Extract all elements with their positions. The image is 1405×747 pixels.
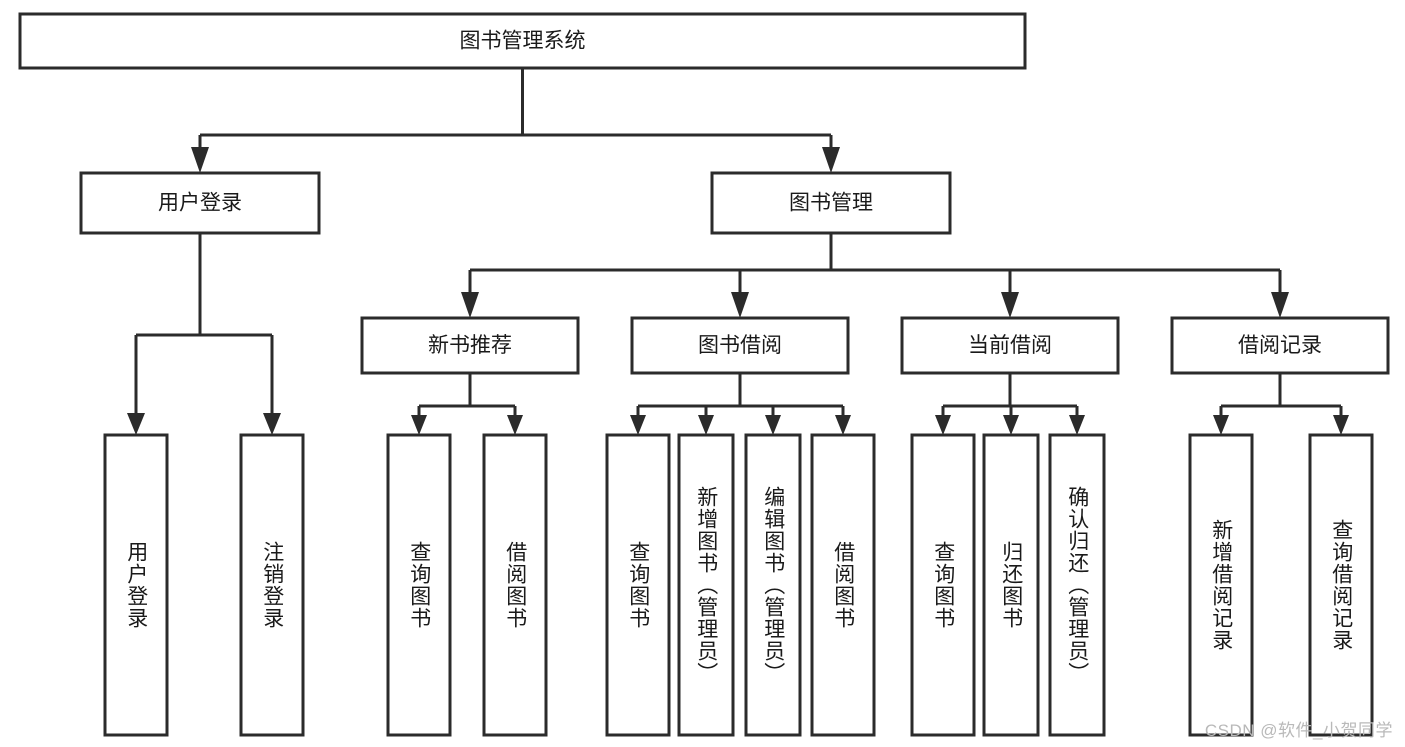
arrow-head-icon <box>1213 415 1229 435</box>
node-root-label: 图书管理系统 <box>460 30 586 53</box>
node-L2-0-用户登录-label: 用户登录 <box>158 192 242 215</box>
node-L2-1-图书管理-box[interactable] <box>710 171 952 235</box>
node-L4-4-查询图书-box[interactable] <box>605 433 671 737</box>
node-L4-10-确认归还管理-box[interactable] <box>1048 433 1106 737</box>
node-root-box[interactable] <box>18 12 1027 70</box>
arrow-head-icon <box>1333 415 1349 435</box>
arrow-head-icon <box>461 292 479 318</box>
node-L2-1-图书管理-label: 图书管理 <box>789 192 873 215</box>
connector-layer <box>127 68 1349 435</box>
node-L3-1-图书借阅-label: 图书借阅 <box>698 334 782 357</box>
arrow-head-icon <box>191 147 209 173</box>
arrow-head-icon <box>127 413 145 435</box>
node-L3-3-借阅记录-box[interactable] <box>1170 316 1390 375</box>
arrow-head-icon <box>507 415 523 435</box>
arrow-head-icon <box>698 415 714 435</box>
watermark-text: CSDN @软件_小贺同学 <box>1204 721 1393 740</box>
arrow-head-icon <box>1069 415 1085 435</box>
arrow-head-icon <box>731 292 749 318</box>
node-L3-2-当前借阅-box[interactable] <box>900 316 1120 375</box>
arrow-head-icon <box>630 415 646 435</box>
node-L4-3-借阅图书-box[interactable] <box>482 433 548 737</box>
node-L4-7-借阅图书-box[interactable] <box>810 433 876 737</box>
node-L4-0-用户登录-box[interactable] <box>103 433 169 737</box>
node-L4-2-查询图书-box[interactable] <box>386 433 452 737</box>
node-L4-6-编辑图书管理-box[interactable] <box>744 433 802 737</box>
node-L4-1-注销登录-box[interactable] <box>239 433 305 737</box>
arrow-head-icon <box>1001 292 1019 318</box>
arrow-head-icon <box>1003 415 1019 435</box>
arrow-head-icon <box>765 415 781 435</box>
node-L4-12-查询借阅记录-box[interactable] <box>1308 433 1374 737</box>
box-layer <box>18 12 1390 737</box>
node-L3-3-借阅记录-label: 借阅记录 <box>1238 334 1322 357</box>
node-L3-0-新书推荐-label: 新书推荐 <box>428 334 512 357</box>
arrow-head-icon <box>935 415 951 435</box>
arrow-head-icon <box>263 413 281 435</box>
node-L4-9-归还图书-box[interactable] <box>982 433 1040 737</box>
node-L3-2-当前借阅-label: 当前借阅 <box>968 334 1052 357</box>
node-L3-1-图书借阅-box[interactable] <box>630 316 850 375</box>
node-L2-0-用户登录-box[interactable] <box>79 171 321 235</box>
node-L4-11-新增借阅记录-box[interactable] <box>1188 433 1254 737</box>
arrow-head-icon <box>411 415 427 435</box>
node-L3-0-新书推荐-box[interactable] <box>360 316 580 375</box>
arrow-head-icon <box>835 415 851 435</box>
node-L4-8-查询图书-box[interactable] <box>910 433 976 737</box>
arrow-head-icon <box>822 147 840 173</box>
node-L4-5-新增图书管理-box[interactable] <box>677 433 735 737</box>
arrow-head-icon <box>1271 292 1289 318</box>
